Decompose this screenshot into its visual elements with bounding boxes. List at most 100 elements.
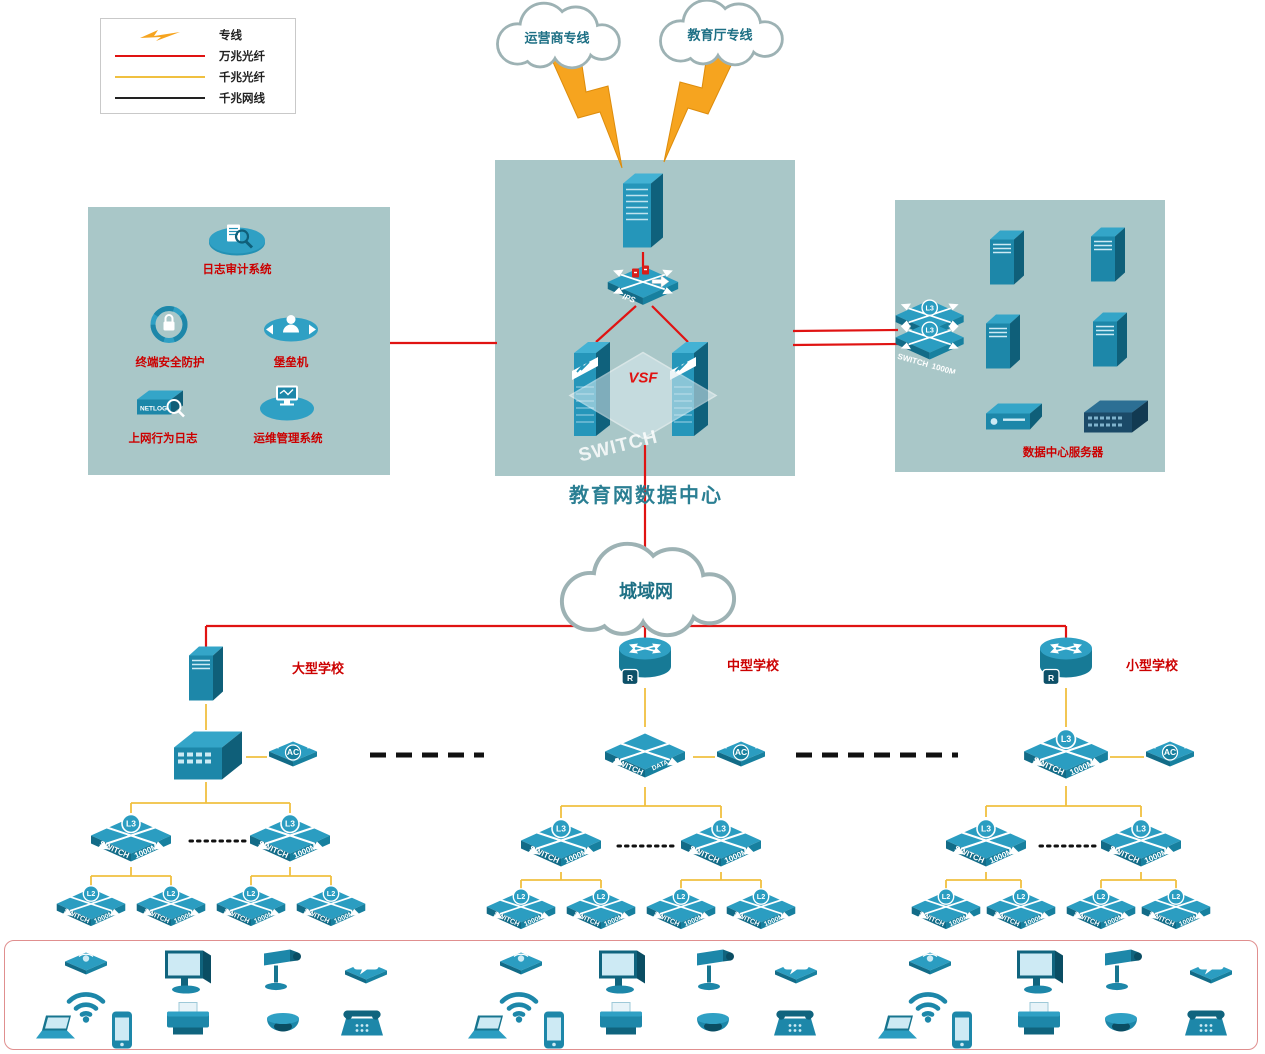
lightning-icon <box>101 28 219 42</box>
telephone-icon <box>1183 1007 1229 1046</box>
svg-text:AC: AC <box>287 747 299 757</box>
cctv-camera-icon <box>260 946 306 1003</box>
education-cloud-label: 教育厅专线 <box>687 26 753 42</box>
svg-text:L3: L3 <box>925 303 933 312</box>
carrier-cloud: 运营商专线 <box>482 1 632 76</box>
l2-access-switch: SWITCH 1000M L2 <box>485 884 557 939</box>
svg-text:L3: L3 <box>981 824 991 834</box>
bastion-host-icon <box>262 312 320 349</box>
svg-text:L2: L2 <box>1017 892 1025 901</box>
svg-text:L2: L2 <box>87 889 95 898</box>
cctv-camera-icon <box>693 946 739 1003</box>
l2-access-switch: SWITCH 1000M L2 <box>985 884 1057 939</box>
dome-camera-icon <box>262 1009 304 1048</box>
smartphone-icon <box>542 1011 566 1054</box>
svg-text:L2: L2 <box>1097 892 1105 901</box>
desktop-monitor-icon <box>162 948 214 1001</box>
server-tower <box>1086 225 1130 288</box>
server-tower <box>981 312 1025 375</box>
l2-access-switch: SWITCH 1000M L2 <box>565 884 637 939</box>
red-line-icon <box>101 54 219 57</box>
datacenter-title: 教育网数据中心 <box>569 485 723 507</box>
svg-text:L3: L3 <box>716 824 726 834</box>
small-school-label: 小型学校 <box>1125 658 1179 673</box>
l2-access-switch: SWITCH 1000M L2 <box>910 884 982 939</box>
l2-access-switch: SWITCH 1000M L2 <box>215 881 287 936</box>
wireless-ap-icon <box>907 950 953 983</box>
terminal-protect-icon <box>147 305 193 354</box>
smartphone-icon <box>950 1011 974 1054</box>
server-tower <box>1088 310 1132 373</box>
vsf-label: VSF <box>628 369 658 387</box>
legend-label: 千兆光纤 <box>219 71 265 84</box>
l3-aggregation-switch: SWITCH 1000M L3 <box>248 809 332 872</box>
printer-icon <box>1015 1002 1063 1043</box>
l2-access-switch: SWITCH 1000M L2 <box>725 884 797 939</box>
svg-text:L3: L3 <box>1136 824 1146 834</box>
laptop-icon <box>877 1015 927 1050</box>
svg-text:R: R <box>1048 673 1054 683</box>
ips-device: IPS <box>606 264 682 315</box>
legend-label: 万兆光纤 <box>219 50 265 63</box>
svg-text:AC: AC <box>1164 747 1176 757</box>
l3-aggregation-switch: SWITCH 1000M L3 <box>519 814 603 877</box>
l2-access-switch: SWITCH 1000M L2 <box>1140 884 1212 939</box>
yellow-line-icon <box>101 75 219 78</box>
ops-mgmt-label: 运维管理系统 <box>253 433 323 445</box>
large-school-label: 大型学校 <box>291 661 345 676</box>
desktop-monitor-icon <box>596 948 648 1001</box>
l3-aggregation-switch: SWITCH 1000M L3 <box>679 814 763 877</box>
dome-camera-icon <box>692 1009 734 1048</box>
l2-access-switch: SWITCH 1000M L2 <box>295 881 367 936</box>
medium-school-router: R <box>617 636 673 692</box>
wireless-controller: AC <box>715 737 767 778</box>
telephone-icon <box>772 1007 818 1046</box>
server-zone-caption: 数据中心服务器 <box>1022 447 1104 459</box>
printer-icon <box>597 1002 645 1043</box>
l3-aggregation-switch: SWITCH 1000M L3 <box>1099 814 1183 877</box>
terminal-protect-label: 终端安全防护 <box>135 357 205 369</box>
svg-text:IPS: IPS <box>621 292 637 305</box>
metro-cloud: 城域网 <box>540 541 752 644</box>
svg-text:L3: L3 <box>556 824 566 834</box>
wireless-ap-icon <box>63 950 109 983</box>
legend-row-1g-fiber: 千兆光纤 <box>101 66 295 87</box>
server-zone-switch-stack: L3 L3 SWITCH1000M <box>891 296 967 379</box>
ops-mgmt-icon <box>258 382 316 427</box>
svg-text:L3: L3 <box>285 819 295 829</box>
svg-text:L3: L3 <box>126 819 136 829</box>
svg-text:R: R <box>627 673 633 683</box>
large-school-core-chassis <box>170 728 246 785</box>
small-school-core-switch: SWITCH 1000M L3 <box>1022 723 1110 789</box>
legend-row-1g-copper: 千兆网线 <box>101 87 295 108</box>
log-audit-label: 日志审计系统 <box>202 264 272 276</box>
svg-text:AC: AC <box>735 747 747 757</box>
core-firewall <box>617 170 669 257</box>
server-tower <box>985 228 1029 291</box>
laptop-icon <box>35 1015 85 1050</box>
svg-text:L2: L2 <box>327 889 335 898</box>
im-device-icon <box>773 955 819 992</box>
carrier-cloud-label: 运营商专线 <box>524 29 590 45</box>
legend: 专线 万兆光纤 千兆光纤 千兆网线 <box>100 18 296 114</box>
svg-text:L2: L2 <box>677 892 685 901</box>
svg-text:L2: L2 <box>167 889 175 898</box>
datacenter-switch: SWITCH DATA CENTER <box>597 723 693 792</box>
netlog-icon: NETLOG <box>133 386 189 429</box>
wireless-controller: AC <box>267 737 319 778</box>
log-audit-icon <box>206 219 268 264</box>
legend-row-dedicated: 专线 <box>101 24 295 45</box>
small-school-router: R <box>1038 636 1094 692</box>
svg-text:L2: L2 <box>1172 892 1180 901</box>
bastion-host-label: 堡垒机 <box>273 357 309 369</box>
switch-row-dots <box>188 839 1100 848</box>
svg-text:L2: L2 <box>517 892 525 901</box>
l3-aggregation-switch: SWITCH 1000M L3 <box>89 809 173 872</box>
storage-array <box>983 401 1045 438</box>
legend-row-10g: 万兆光纤 <box>101 45 295 66</box>
desktop-monitor-icon <box>1014 948 1066 1001</box>
svg-text:L2: L2 <box>942 892 950 901</box>
legend-label: 专线 <box>219 29 242 42</box>
